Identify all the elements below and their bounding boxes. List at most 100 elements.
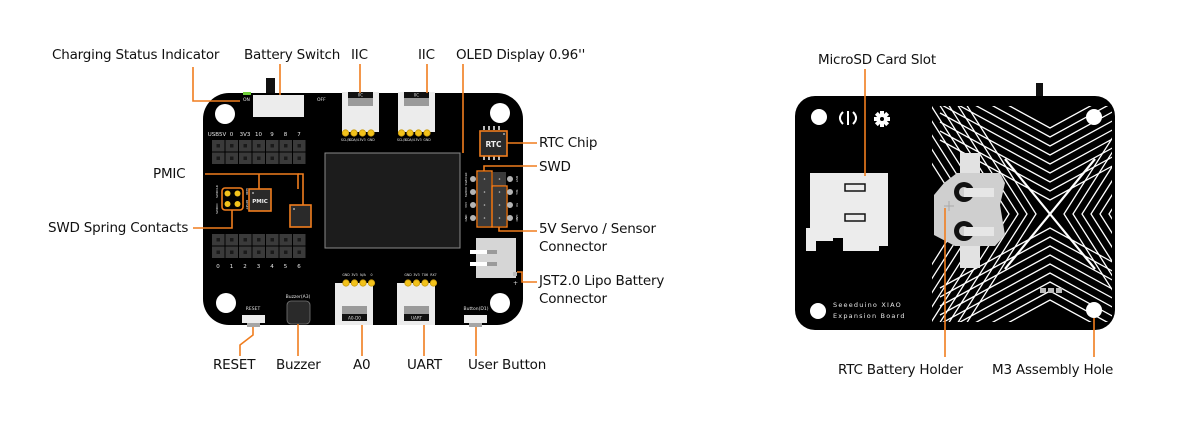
pin-label: N/A (360, 273, 366, 277)
header-pin-label: 2 (243, 264, 247, 270)
header-pin-hole (270, 144, 274, 148)
header-pin-hole (284, 156, 288, 160)
header-pin-hole (216, 250, 220, 254)
back-mount-hole (811, 109, 827, 125)
header-pin-hole (257, 238, 261, 242)
header-label: SIG (515, 189, 519, 195)
reset-silk: RESET (246, 306, 261, 312)
header-pin-hole (297, 156, 301, 160)
battery-switch[interactable] (253, 95, 304, 117)
x-line (1118, 104, 1188, 324)
header-pin-label: 3V3 (240, 132, 251, 138)
header-pin-label: 3 (257, 264, 261, 270)
x-line (939, 245, 1112, 307)
gold-pad (342, 279, 350, 287)
svg-text:+: + (513, 280, 518, 287)
label-m3-hole: M3 Assembly Hole (992, 362, 1114, 378)
header-pin-hole (230, 144, 234, 148)
x-line (975, 106, 1112, 147)
mount-hole (216, 293, 236, 313)
pin-label: 3V3 (413, 273, 419, 277)
svg-text:UART: UART (411, 316, 423, 321)
x-line (1136, 104, 1200, 324)
mount-hole (490, 293, 510, 313)
label-uart: UART (407, 357, 442, 373)
header-pin-hole (270, 250, 274, 254)
microsd-slot[interactable] (806, 173, 888, 251)
back-callout-lines (864, 69, 1095, 357)
swd-spring-contacts: SWDCLK SWDIO GND RESET (215, 184, 249, 214)
header-pin-label: 5 (284, 264, 288, 270)
header-pin-hole (243, 156, 247, 160)
gold-pad (421, 279, 429, 287)
pin-label: GND (404, 273, 412, 277)
header-pin-hole (257, 144, 261, 148)
header-label: 3V3 (464, 202, 468, 208)
reset-button[interactable] (242, 315, 265, 323)
gold-pad (404, 279, 412, 287)
header-pin-hole (270, 156, 274, 160)
x-line (948, 106, 1019, 322)
back-mount-hole (810, 303, 826, 319)
iic-connector-right: IIC (398, 92, 435, 132)
pin-label: SDA/4 (349, 138, 359, 142)
pin-label: 0 (370, 273, 372, 277)
header-pin-hole (297, 238, 301, 242)
jst-connector: + (470, 238, 518, 287)
pmic-chip: PMIC (248, 188, 272, 212)
label-a0: A0 (353, 357, 371, 373)
gold-pad (367, 129, 375, 137)
label-oled-display: OLED Display 0.96'' (456, 47, 586, 63)
iic-connector-left: IIC (342, 92, 379, 132)
svg-text:RTC: RTC (485, 140, 502, 149)
front-callout-lines (192, 64, 537, 356)
gold-pad (423, 129, 431, 137)
header-pin-hole (243, 238, 247, 242)
gold-pad (359, 279, 367, 287)
iic-tag: IIC (414, 93, 419, 98)
x-line (1108, 208, 1112, 220)
user-button[interactable] (464, 315, 487, 323)
x-line (942, 263, 1112, 322)
seeed-logo-icon (839, 111, 857, 125)
header-pin-label: 0 (216, 264, 220, 270)
x-line (1127, 104, 1197, 324)
label-jst-1: JST2.0 Lipo Battery (539, 273, 665, 289)
header-pin-hole (284, 144, 288, 148)
gold-pad (341, 129, 350, 137)
label-swd-spring-contacts: SWD Spring Contacts (48, 220, 189, 236)
iic-tag: IIC (358, 93, 363, 98)
x-line (958, 106, 1112, 156)
gold-pad (367, 279, 376, 287)
x-line (966, 106, 1037, 322)
header-pin-hole (284, 238, 288, 242)
pin-label: SDA/4 (405, 138, 415, 142)
a0-connector: A0-D0 (335, 283, 373, 325)
header-pin-label: 6 (297, 264, 301, 270)
svg-text:GND: GND (245, 188, 249, 196)
pin-label: 3V3 (415, 138, 421, 142)
header-pin-hole (297, 250, 301, 254)
header-pin-hole (243, 250, 247, 254)
x-line (1072, 151, 1112, 277)
oled-display (324, 152, 461, 249)
header-label: SWDCLK (464, 172, 468, 186)
x-line (939, 236, 1112, 298)
pin-label: 3V3 (359, 138, 365, 142)
button-silk: Button(D1) (464, 306, 489, 312)
svg-text:SWDIO: SWDIO (215, 203, 219, 214)
header-pin-hole (270, 238, 274, 242)
x-line (1099, 193, 1112, 235)
header-pin-label: 0 (230, 132, 234, 138)
x-line (942, 106, 1112, 165)
label-user-button: User Button (468, 357, 547, 373)
header-label: SWDIO (464, 186, 468, 197)
label-rtc-chip: RTC Chip (539, 135, 598, 151)
header-pin-label: 1 (230, 264, 234, 270)
header-pin-hole (216, 156, 220, 160)
label-servo-connector-1: 5V Servo / Sensor (539, 221, 656, 237)
